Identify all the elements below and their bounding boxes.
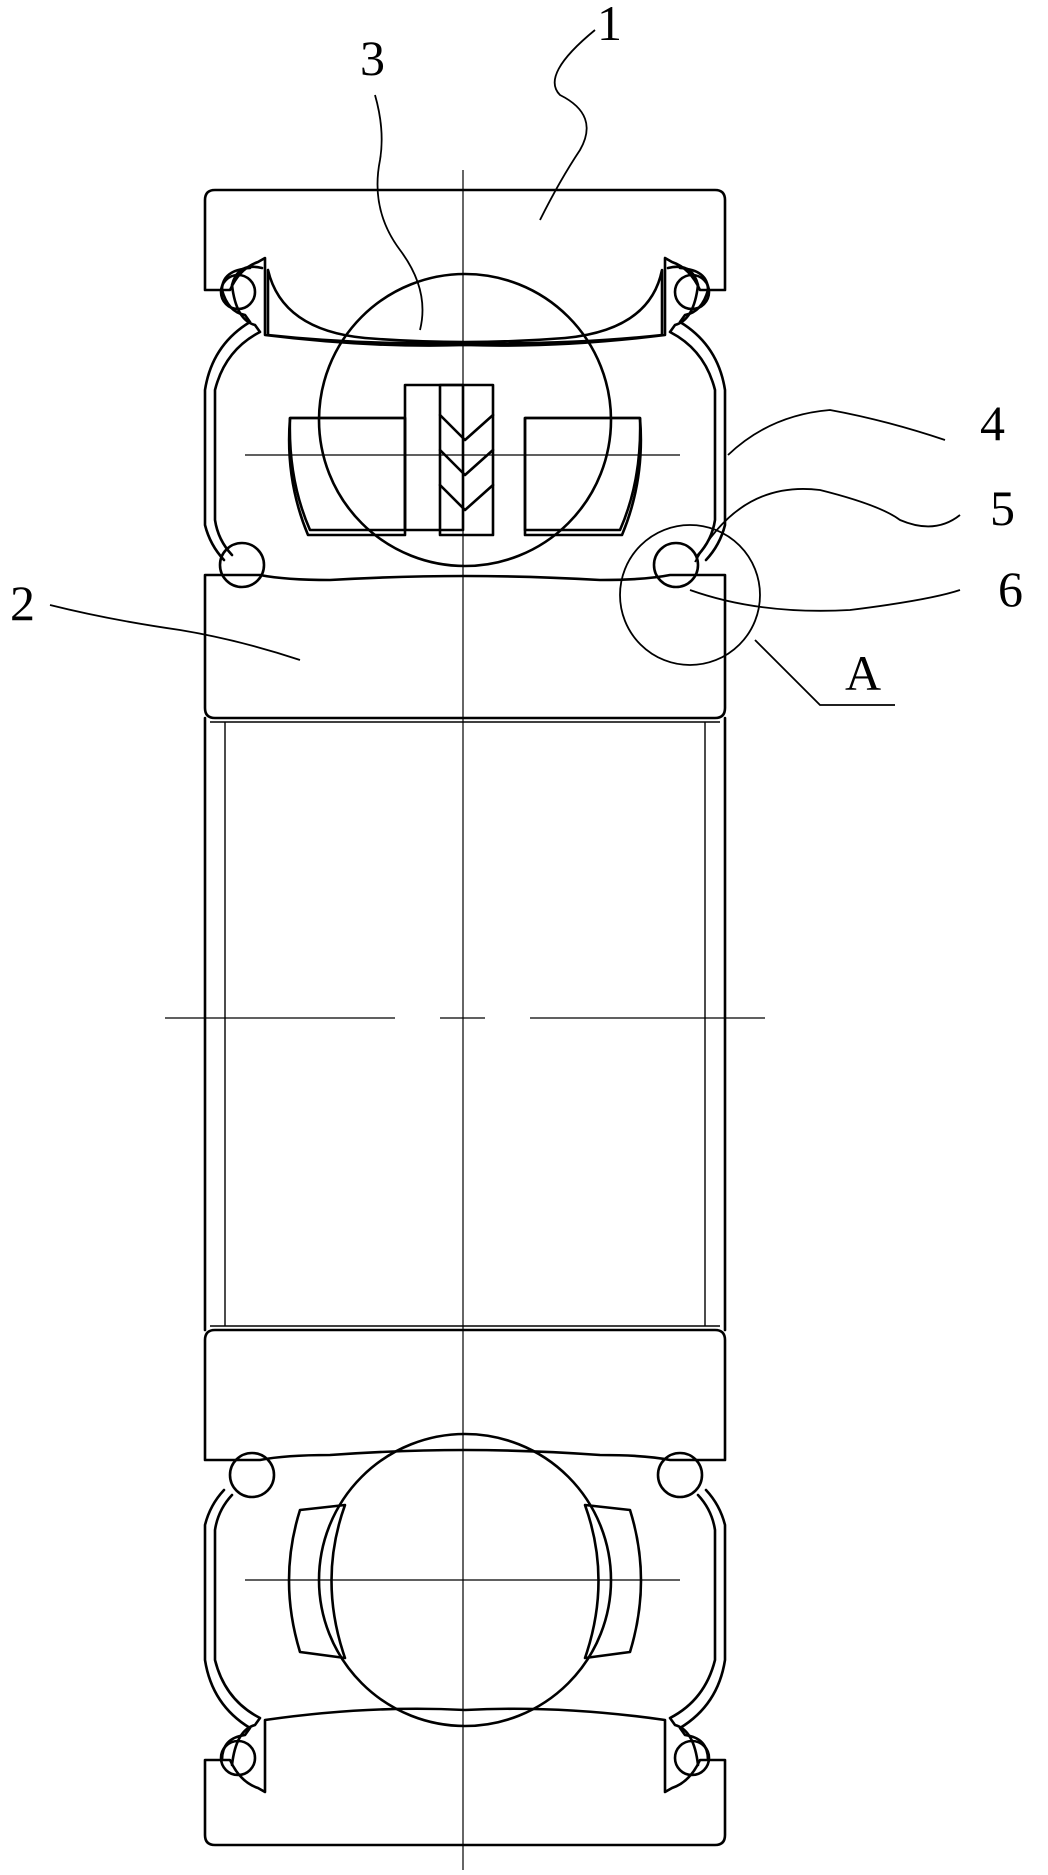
leader-3 <box>374 94 424 331</box>
seal-ring-left-bottom <box>228 1451 276 1499</box>
callout-label-6: 6 <box>998 561 1023 617</box>
cage-top <box>287 383 643 537</box>
callout-label-4: 4 <box>980 395 1005 451</box>
cage-bottom <box>287 1503 643 1660</box>
inner-ring-top <box>203 573 727 720</box>
shield-left-bottom <box>203 1488 262 1777</box>
leader-6 <box>689 589 961 612</box>
shield-right-bottom <box>668 1488 727 1777</box>
callout-label-2: 2 <box>10 575 35 631</box>
ball-top <box>317 272 613 568</box>
callout-label-5: 5 <box>990 480 1015 536</box>
centerlines <box>165 170 765 1870</box>
leader-lines <box>49 29 961 661</box>
leader-1 <box>539 29 596 221</box>
callout-label-a: A <box>845 645 881 701</box>
outer-ring-bottom <box>203 1707 727 1847</box>
outer-ring-top <box>203 188 727 347</box>
seal-ring-right-top <box>652 541 700 589</box>
shield-right-top <box>666 265 727 562</box>
detail-circle-a <box>619 524 895 706</box>
leader-5 <box>694 488 961 563</box>
seal-ring-right-bottom <box>656 1451 704 1499</box>
leader-4 <box>727 409 946 456</box>
shield-left-top <box>203 265 264 562</box>
bore <box>203 716 727 1332</box>
callout-label-3: 3 <box>360 30 385 86</box>
seal-ring-left-top <box>218 541 266 589</box>
leader-2 <box>49 604 301 661</box>
inner-ring-bottom <box>203 1328 727 1462</box>
callout-label-1: 1 <box>597 0 622 51</box>
